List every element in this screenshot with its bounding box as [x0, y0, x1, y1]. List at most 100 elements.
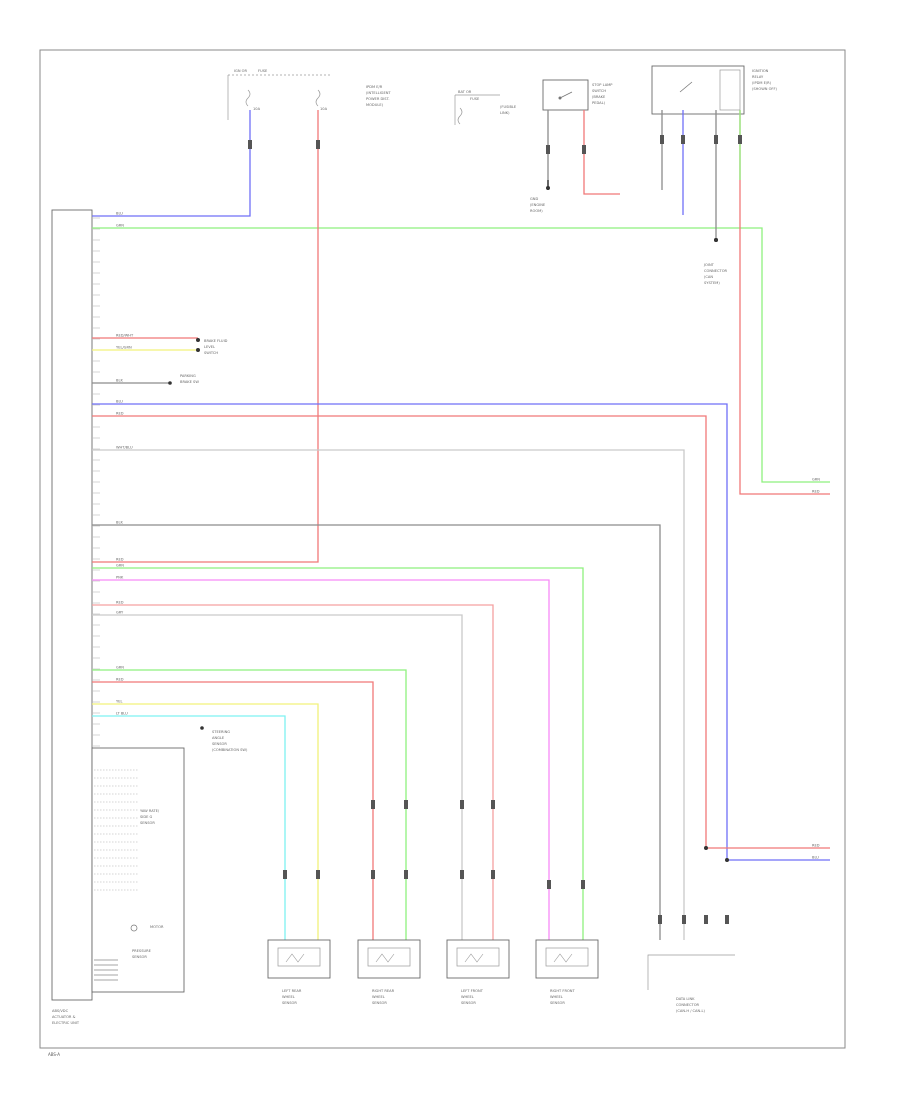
switch-arm-icon: [559, 91, 573, 99]
brake-fluid-node-icon: [196, 338, 200, 342]
sensor-block: YAW RATE/ SIDE G SENSOR MOTOR PRESSURE S…: [91, 747, 185, 993]
fuse-mid-symbol: [457, 107, 463, 125]
joint-label-2: CONNECTOR: [704, 269, 728, 273]
connector-pin-icon: [714, 135, 718, 144]
connector-pin-icon: [738, 135, 742, 144]
wire-code-label: GRN: [116, 666, 124, 670]
relay-label-2: RELAY: [752, 75, 764, 79]
wire-junction-icon: [725, 858, 729, 862]
relay-label-4: (SHOWN OFF): [752, 87, 778, 91]
wheel-sensor-label: WHEEL: [372, 995, 385, 999]
ground-top-symbol: GND (ENGINE ROOM): [530, 180, 549, 213]
wheel-sensor-label: LEFT REAR: [282, 989, 302, 993]
connector-pin-icon: [460, 870, 464, 879]
wire-gray-2: [92, 524, 661, 940]
brake-fluid-label-3: SWITCH: [204, 351, 218, 355]
wire-grn-low: [92, 669, 407, 940]
ipdm-label-2: (INTELLIGENT: [366, 91, 391, 95]
ipdm-label-3: POWER DIST.: [366, 97, 390, 101]
connector-pin-icon: [283, 870, 287, 879]
sensor-block-rows: [94, 769, 138, 981]
fuse-mid-label-3: (FUSIBLE: [500, 105, 517, 109]
relay-contact-icon: [679, 81, 693, 93]
fuse-box-label-2: FUSE: [258, 69, 268, 73]
abs-module-label-2: ACTUATOR &: [52, 1015, 76, 1019]
connector-pin-icon: [371, 870, 375, 879]
wheel-sensor-coil-icon: [456, 947, 500, 967]
wheel-sensor-label: WHEEL: [282, 995, 295, 999]
pressure-sensor-label-1: PRESSURE: [132, 949, 152, 953]
stop-lamp-switch-box: [542, 79, 589, 111]
combination-label-4: (COMBINATION SW): [212, 748, 248, 752]
wire-pink: [92, 579, 550, 940]
relay-coil-icon: [719, 69, 741, 111]
wheel-sensor-label: RIGHT REAR: [372, 989, 395, 993]
wheel-sensor-label: WHEEL: [461, 995, 474, 999]
wire-yel-low: [92, 703, 319, 940]
combination-node-icon: [200, 726, 204, 730]
stop-lamp-label-3: (BRAKE: [592, 95, 606, 99]
dlc-label-3: (CAN-H / CAN-L): [676, 1009, 706, 1013]
abs-module-box: [51, 209, 93, 1001]
dlc-label-1: DATA LINK: [676, 997, 695, 1001]
ignition-relay-box: [651, 65, 745, 115]
connector-pin-icon: [316, 140, 320, 149]
ground-label-2: (ENGINE: [530, 203, 546, 207]
relay-label-3: (IPDM E/R): [752, 81, 772, 85]
combination-label-3: SENSOR: [212, 742, 227, 746]
stop-lamp-label-4: PEDAL): [592, 101, 606, 105]
wire-junction-icon: [704, 846, 708, 850]
parking-brake-label-2: BRAKE SW: [180, 380, 199, 384]
dlc-label-2: CONNECTOR: [676, 1003, 700, 1007]
connector-pin-icon: [491, 870, 495, 879]
wire-gray-3: [92, 614, 463, 940]
wheel-sensor-label: WHEEL: [550, 995, 563, 999]
sensor-waveform-icon: [285, 953, 305, 963]
wire-cyan-low: [92, 715, 286, 940]
stop-lamp-label-1: STOP LAMP: [592, 83, 613, 87]
combination-label-1: STEERING: [212, 730, 230, 734]
abs-module: ABS/VDC ACTUATOR & ELECTRIC UNIT: [51, 209, 100, 1025]
stop-lamp-switch: STOP LAMP SWITCH (BRAKE PEDAL): [542, 79, 613, 111]
yaw-sensor-label-3: SENSOR: [140, 821, 155, 825]
wire-gray-1: [92, 449, 685, 940]
joint-connector: JOINT CONNECTOR (CAN SYSTEM): [703, 238, 728, 285]
joint-label-4: SYSTEM): [704, 281, 720, 285]
connector-pin-icon: [658, 915, 662, 924]
wire-grn-mid: [92, 567, 584, 940]
fuse-mid-label-4: LINK): [500, 111, 510, 115]
wire-red-relay: [739, 110, 830, 495]
wire-code-label: BLU: [116, 400, 123, 404]
fuse-box-label: IGN OR: [234, 69, 248, 73]
footer-code: ABS-A: [48, 1052, 60, 1057]
connector-pin-icon: [660, 135, 664, 144]
wire-end-label: BLU: [812, 856, 819, 860]
stop-lamp-label-2: SWITCH: [592, 89, 606, 93]
connector-pin-icon: [404, 870, 408, 879]
dlc-outline: [647, 954, 735, 990]
ground-label-1: GND: [530, 197, 538, 201]
connector-pin-icon: [491, 800, 495, 809]
wheel-sensor-coil-icon: [277, 947, 321, 967]
connector-pin-icon: [546, 145, 550, 154]
connector-pin-icon: [725, 915, 729, 924]
ignition-relay: IGNITION RELAY (IPDM E/R) (SHOWN OFF): [651, 65, 778, 115]
abs-module-label-3: ELECTRIC UNIT: [52, 1021, 80, 1025]
connector-pin-icon: [547, 880, 551, 889]
wire-code-label: RED: [116, 601, 124, 605]
wheel-sensor-label: LEFT FRONT: [461, 989, 484, 993]
wire-red-long: [92, 110, 319, 563]
sensor-waveform-icon: [464, 953, 484, 963]
wire-harness: BLUGRNRED/WHTYEL/GRNBLKBLUREDWHT/BLUBLKR…: [92, 110, 830, 940]
data-link-connector: DATA LINK CONNECTOR (CAN-H / CAN-L): [647, 954, 735, 1013]
combination-label-2: ANGLE: [212, 736, 225, 740]
brake-fluid-node-icon-2: [196, 348, 200, 352]
parking-brake-node-icon: [168, 381, 172, 385]
abs-module-label-1: ABS/VDC: [52, 1009, 69, 1013]
wire-red-low: [92, 681, 374, 940]
wheel-sensor-box: [446, 939, 510, 979]
